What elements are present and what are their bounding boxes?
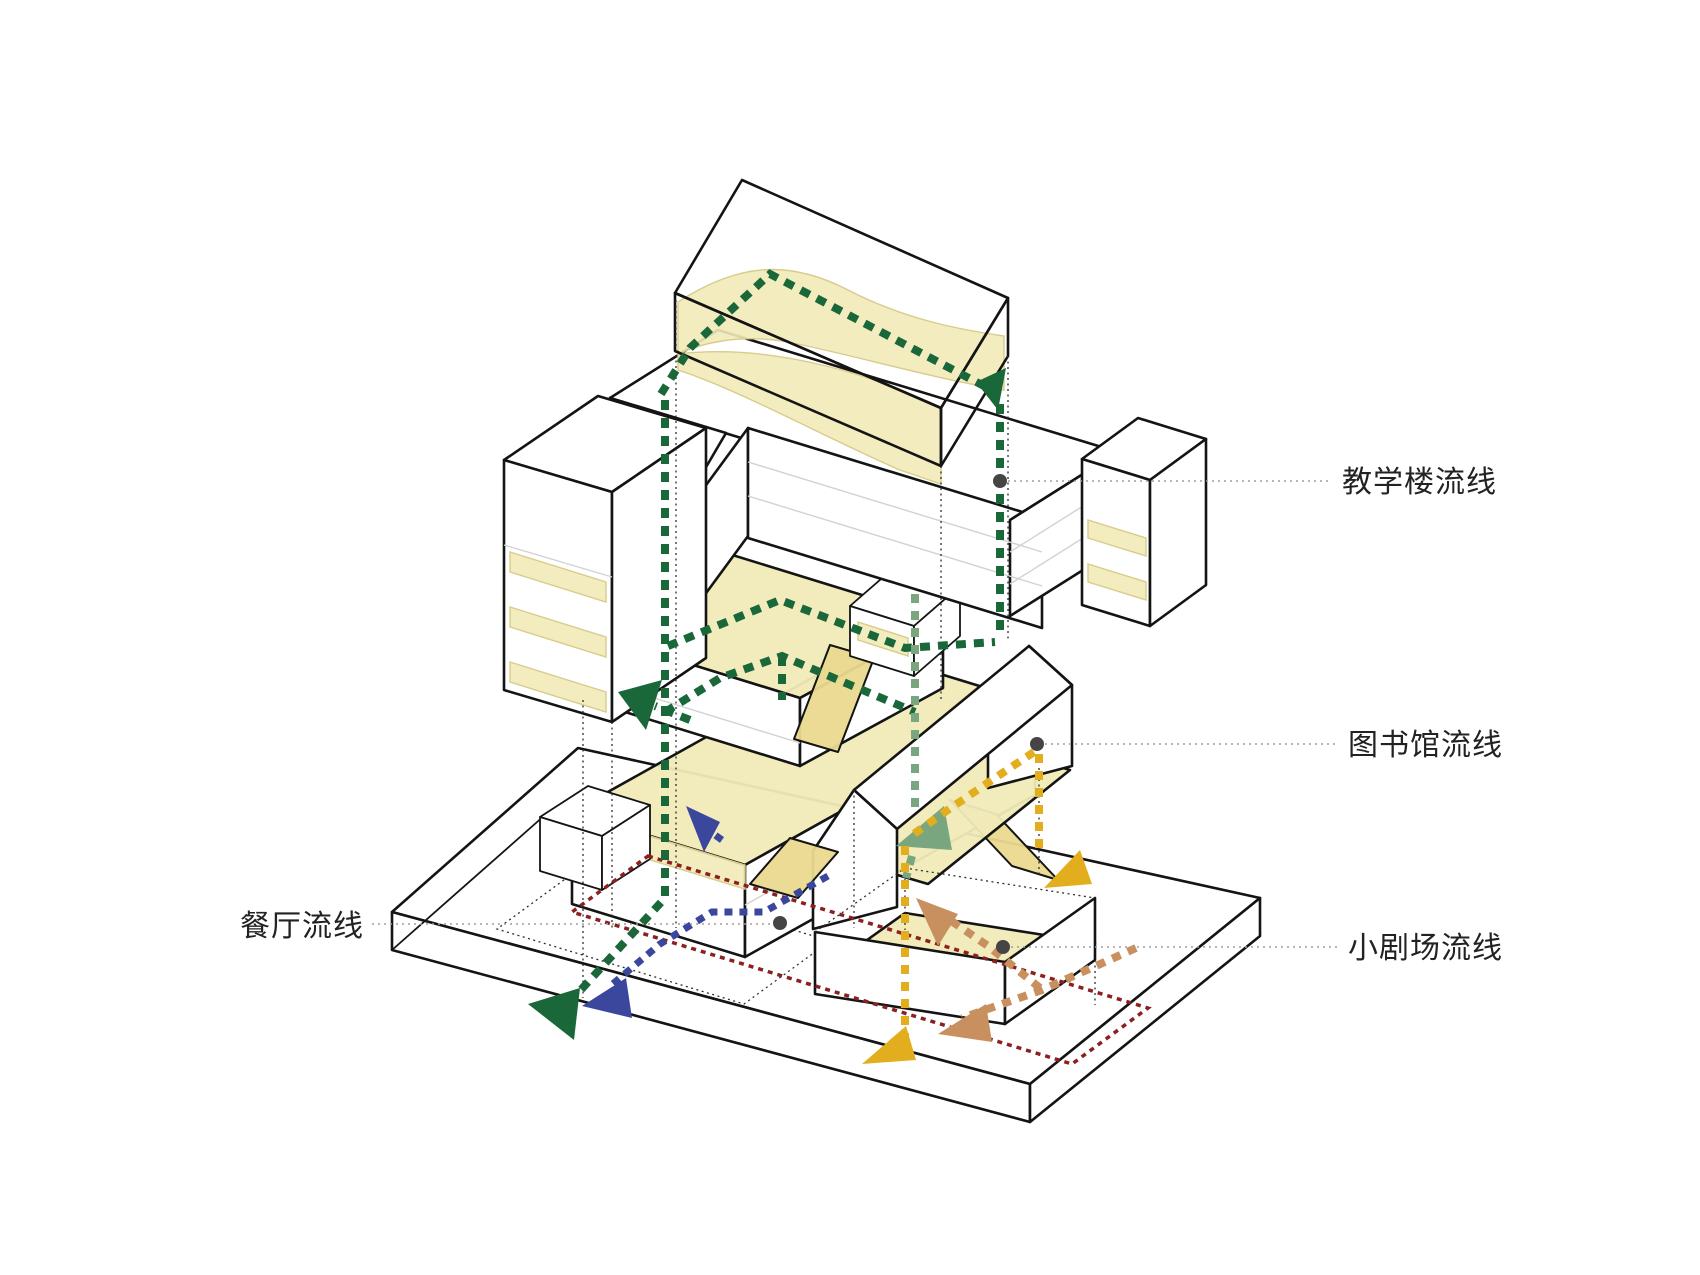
teach-floorline [747,495,1043,587]
teaching-floor-run [666,595,996,653]
teaching-exit-arrow [528,988,580,1040]
right-tower-right-face [1148,437,1208,628]
callout-label-library: 图书馆流线 [1348,728,1503,763]
callout-label-teaching: 教学楼流线 [1342,465,1497,500]
teaching-left-vertical [575,400,669,996]
theater-arrow-exit [938,1004,992,1042]
right-core-tower [1080,416,1208,628]
left-tower-line [503,544,613,578]
library-near-gable [811,788,899,931]
secondary-route [568,854,1152,1066]
theater-route [916,898,1138,1042]
theater-arrow-up [916,898,958,946]
dining-route-arrow [582,978,632,1018]
teaching-2f-arrow [618,680,662,730]
teaching-roof-arrow [976,368,1006,410]
leader-dot [1030,737,1044,751]
teaching-route [528,269,1006,1040]
teaching-roof-path [657,269,986,397]
callout-dining: 餐厅流线 [240,909,787,944]
teach-floorline [747,461,1043,553]
callout-library: 图书馆流线 [1030,728,1503,763]
library-volume [749,644,1074,931]
leader-dot [993,474,1007,488]
base-plate-front-right-face [1028,896,1262,1124]
roof-volume [673,178,1010,485]
construction-lines [582,300,1096,1005]
library-arrow-1 [862,1026,916,1064]
left-tower-right-face [610,426,708,724]
callout-teaching: 教学楼流线 [993,465,1497,500]
right-tower-slab [1087,519,1147,557]
theater-link-path [947,916,1043,992]
callout-label-theater: 小剧场流线 [1348,931,1503,966]
library-route [862,748,1092,1064]
leader-dot [996,940,1010,954]
interfloor-tail [902,854,916,880]
leader-dot [773,916,787,930]
library-arrow-2 [1044,850,1092,888]
dining-core-right-face [601,804,651,891]
teach-courtyard-back-wall [746,426,1044,630]
callout-label-dining: 餐厅流线 [240,909,364,944]
dining-route-up-arrow [686,806,720,852]
theater-floor-path [960,944,1138,1022]
callout-theater: 小剧场流线 [996,931,1503,966]
dining-route [582,806,830,1018]
secondary-route-loop [568,854,1152,1066]
base-plate-back-bottom-edge [391,814,546,951]
dining-route-path [605,872,830,991]
right-tower-slab [1087,563,1147,601]
left-tower-slab [509,551,607,603]
left-core-tower [502,394,708,724]
interfloor-arrow [896,806,952,850]
teaching-2f-feed [653,702,692,724]
left-tower-slab [509,661,607,713]
interfloor-route [896,594,952,880]
left-tower-slab [509,606,607,658]
library-entry-wedge [749,837,839,899]
